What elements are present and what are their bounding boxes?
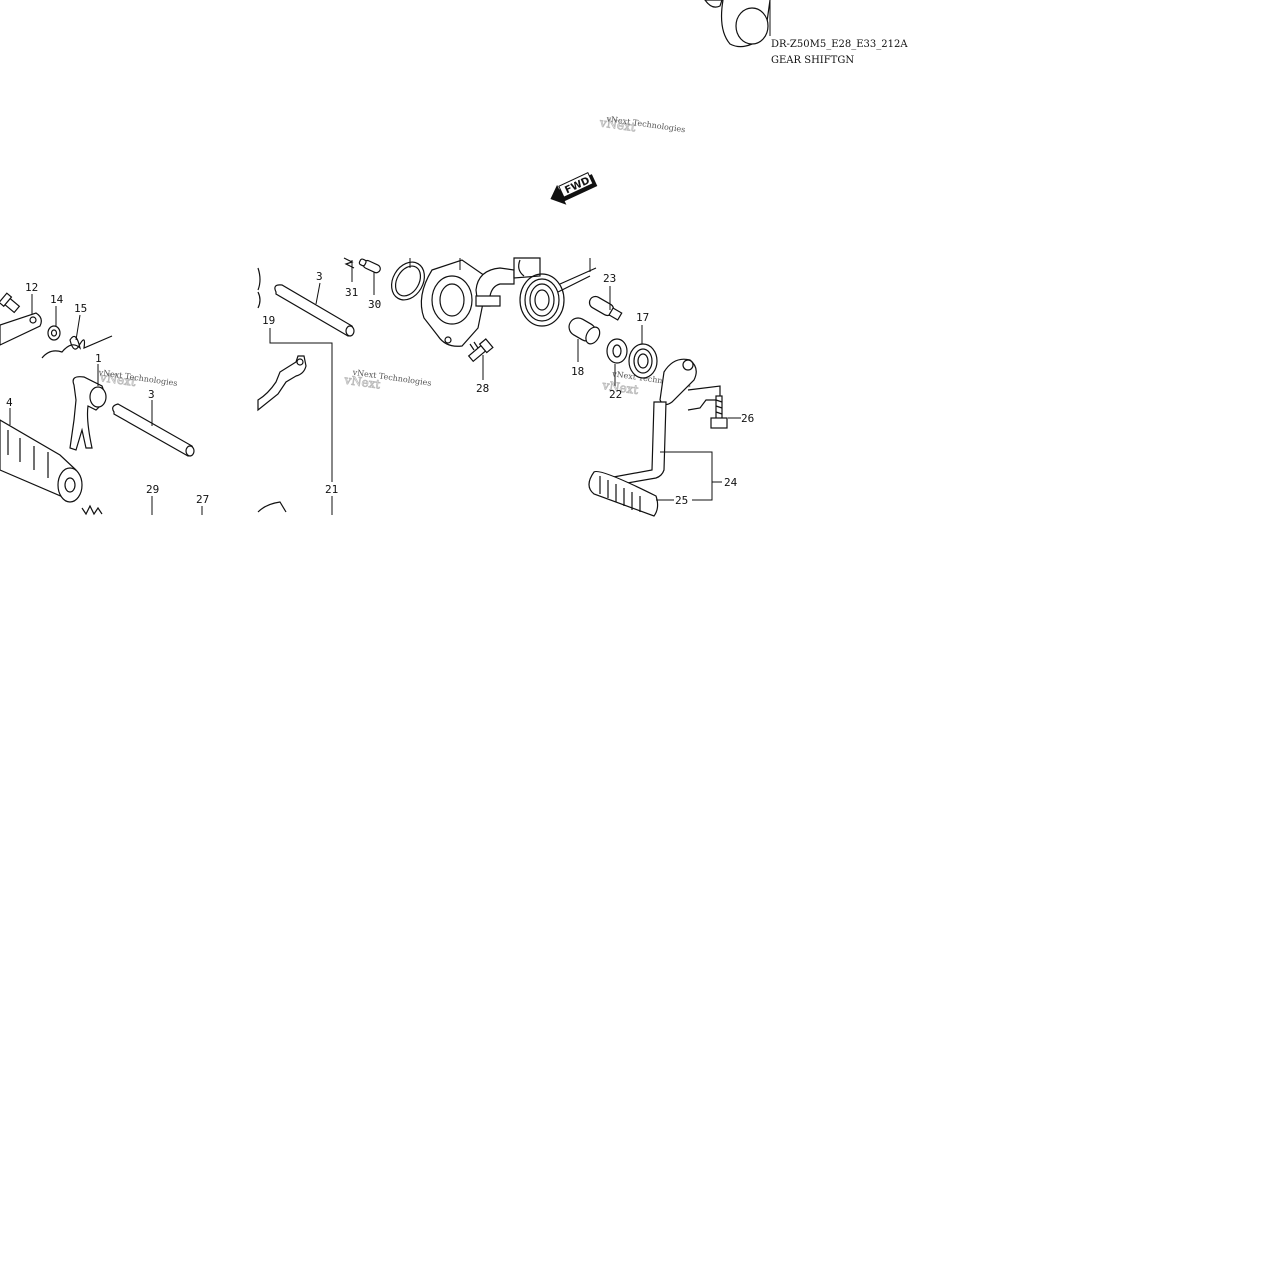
top-bracket-part bbox=[704, 0, 771, 48]
callout-19: 19 bbox=[262, 314, 275, 327]
diagram-title: GEAR SHIFTGN bbox=[771, 55, 854, 66]
callout-1: 1 bbox=[95, 352, 102, 365]
fwd-arrow-icon: FWD bbox=[550, 172, 598, 205]
callout-3-middle: 3 bbox=[316, 270, 323, 283]
svg-text:vNext: vNext bbox=[601, 378, 640, 397]
callout-3-left: 3 bbox=[148, 388, 155, 401]
callout-18: 18 bbox=[571, 365, 584, 378]
callouts: 12 14 15 1 4 3 29 27 3 19 21 31 30 28 23… bbox=[6, 270, 754, 507]
callout-15: 15 bbox=[74, 302, 87, 315]
callout-30: 30 bbox=[368, 298, 381, 311]
svg-text:vNext: vNext bbox=[343, 373, 382, 392]
callout-12: 12 bbox=[25, 281, 38, 294]
callout-31: 31 bbox=[345, 286, 358, 299]
callout-29: 29 bbox=[146, 483, 159, 496]
svg-text:vNext: vNext bbox=[98, 370, 137, 389]
diagram-code: DR-Z50M5_E28_E33_212A bbox=[771, 39, 908, 50]
callout-24: 24 bbox=[724, 476, 738, 489]
callout-22: 22 bbox=[609, 388, 622, 401]
watermark-left: vNext vNext Technologies bbox=[97, 368, 178, 390]
left-section bbox=[0, 292, 195, 516]
callout-23: 23 bbox=[603, 272, 616, 285]
svg-text:vNext: vNext bbox=[598, 115, 637, 134]
watermark-top: vNext vNext Technologies bbox=[598, 114, 686, 135]
leader-lines bbox=[9, 258, 741, 515]
callout-25: 25 bbox=[675, 494, 688, 507]
callout-14: 14 bbox=[50, 293, 64, 306]
callout-26: 26 bbox=[741, 412, 754, 425]
callout-21: 21 bbox=[325, 483, 338, 496]
callout-17: 17 bbox=[636, 311, 649, 324]
callout-4: 4 bbox=[6, 396, 13, 409]
callout-28: 28 bbox=[476, 382, 489, 395]
middle-section bbox=[257, 257, 658, 513]
callout-27: 27 bbox=[196, 493, 209, 506]
watermark-middle: vNext vNext Technologies bbox=[342, 368, 432, 392]
shift-pedal bbox=[588, 358, 728, 517]
